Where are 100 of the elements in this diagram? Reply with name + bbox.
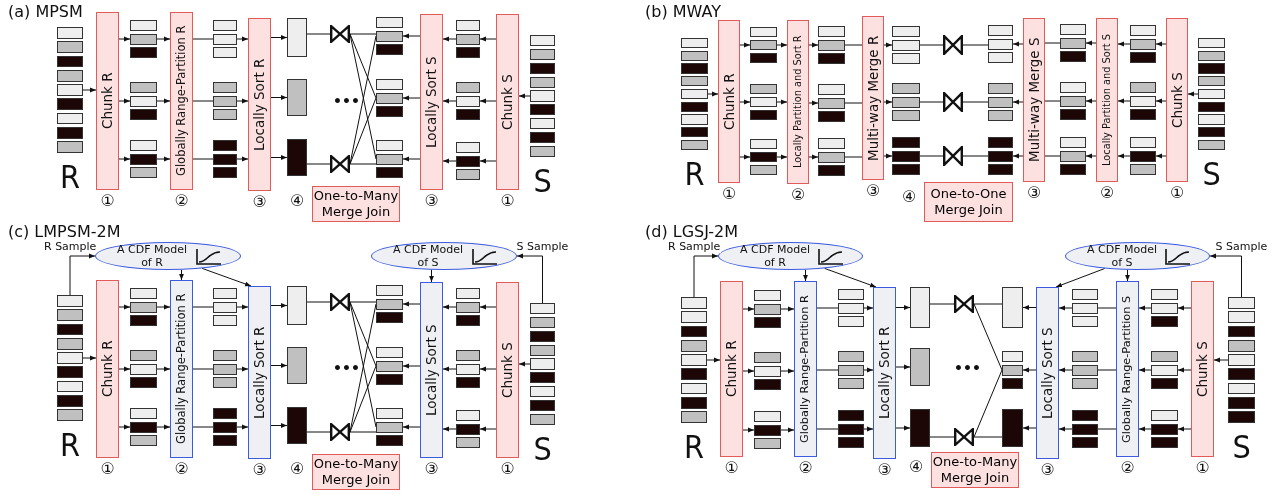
arrow xyxy=(402,33,421,39)
data-block-stack xyxy=(750,27,777,63)
relation-name: R xyxy=(684,431,704,463)
connector-line xyxy=(844,156,863,158)
data-block-stack xyxy=(754,352,781,390)
data-block-stack xyxy=(892,83,920,121)
arrow xyxy=(780,306,795,312)
process-box: Locally Sort R xyxy=(248,18,271,191)
arrow xyxy=(739,42,751,48)
process-box: Chunk S xyxy=(496,282,519,458)
connector-line xyxy=(973,436,1003,438)
data-block-stack xyxy=(130,408,157,446)
arrow xyxy=(742,306,755,312)
edge-label: R Sample xyxy=(667,241,722,253)
data-block xyxy=(910,287,930,328)
step-number: ③ xyxy=(866,182,881,200)
arrow xyxy=(479,36,497,42)
data-block-stack xyxy=(1072,410,1098,448)
data-block-stack xyxy=(130,350,157,388)
arrow xyxy=(1177,305,1192,311)
arrow xyxy=(156,366,171,372)
relation-name: S xyxy=(1232,431,1251,463)
step-number: ③ xyxy=(252,461,267,479)
panel-title: (d) LGSJ-2M xyxy=(645,224,739,240)
connector-line xyxy=(306,431,331,433)
data-block-stack xyxy=(213,350,237,388)
join-symbol xyxy=(330,25,350,43)
arrow xyxy=(156,98,171,104)
step-number: ① xyxy=(500,460,515,478)
process-box: Locally Sort R xyxy=(873,287,896,459)
model-label: A CDF Model of S xyxy=(392,244,464,270)
arrow xyxy=(479,426,497,432)
join-symbol xyxy=(954,295,974,313)
connector-line xyxy=(192,368,214,370)
data-block-stack xyxy=(456,20,480,58)
data-block xyxy=(1002,287,1023,328)
arrow xyxy=(236,156,249,162)
arrow xyxy=(808,100,819,106)
arrow xyxy=(776,42,788,48)
data-block-stack xyxy=(376,285,403,323)
arrow xyxy=(776,99,788,105)
data-block-stack xyxy=(892,137,920,175)
data-block-stack xyxy=(456,142,480,180)
step-number: ① xyxy=(100,460,115,478)
data-block-stack xyxy=(1228,297,1255,423)
arrow xyxy=(1155,153,1167,159)
process-box: Multi-way Merge S xyxy=(1023,18,1045,182)
process-box: Multi-way Merge R xyxy=(862,16,884,180)
arrow xyxy=(236,366,249,372)
step-number: ③ xyxy=(1040,461,1055,479)
arrow xyxy=(442,426,457,432)
arrow xyxy=(1058,367,1073,373)
process-box: Globally Range-Partition S xyxy=(1116,281,1139,457)
data-block-stack xyxy=(376,347,403,385)
data-block-stack xyxy=(1151,351,1178,389)
data-block-stack xyxy=(1002,351,1023,389)
data-block-stack xyxy=(988,25,1013,63)
data-block-stack xyxy=(838,410,864,448)
arrow xyxy=(1085,153,1097,159)
arrow xyxy=(442,36,457,42)
arrow xyxy=(402,95,421,101)
arrow xyxy=(429,269,434,283)
connector-line xyxy=(306,301,331,303)
arrow xyxy=(1085,40,1097,46)
arrow xyxy=(742,368,755,374)
data-block xyxy=(287,79,307,116)
model-label: A CDF Model of R xyxy=(116,244,188,270)
connector-line xyxy=(192,100,214,102)
process-box: Globally Range-Partition R xyxy=(794,281,817,457)
data-block-stack xyxy=(750,139,777,175)
data-block-stack xyxy=(838,289,864,327)
arrow xyxy=(1177,426,1192,432)
process-box: Chunk S xyxy=(1166,18,1188,182)
data-block-stack xyxy=(213,82,237,120)
step-number: ① xyxy=(722,185,737,203)
data-block-stack xyxy=(818,26,845,64)
arrow xyxy=(1117,153,1131,159)
join-symbol xyxy=(330,293,350,311)
arrow xyxy=(1022,305,1037,310)
arrow xyxy=(1022,367,1037,373)
arrow xyxy=(236,304,249,310)
connector-line xyxy=(192,306,214,308)
step-number: ① xyxy=(724,459,739,477)
arrow xyxy=(895,425,911,431)
arrow xyxy=(883,153,893,159)
data-block-stack xyxy=(376,140,403,178)
join-symbol xyxy=(330,423,350,441)
ellipsis: ••• xyxy=(954,360,981,376)
process-box: Locally Sort S xyxy=(420,14,443,190)
data-block-stack xyxy=(1060,82,1086,120)
data-block-stack xyxy=(57,295,83,421)
process-box: Globally Range-Partition R xyxy=(170,280,193,458)
step-number: ② xyxy=(791,186,806,204)
arrow xyxy=(1012,99,1024,105)
edge-label: S Sample xyxy=(1214,241,1269,253)
arrow xyxy=(69,253,96,296)
arrow xyxy=(1012,153,1024,159)
connector-line xyxy=(919,44,944,46)
data-block-stack xyxy=(530,303,555,425)
arrow xyxy=(156,36,171,42)
